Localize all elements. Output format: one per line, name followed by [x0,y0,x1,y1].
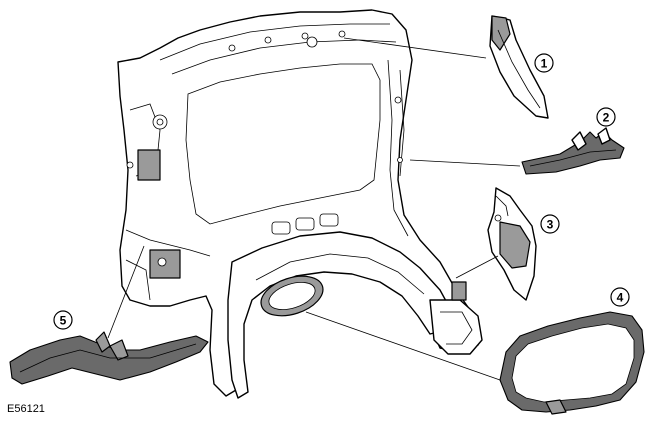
callout-3: 3 [540,214,560,234]
part-2-bracket [521,127,625,175]
wheel-arch-inner [227,231,483,399]
callout-1-label: 1 [541,57,548,71]
callout-2-label: 2 [603,111,610,125]
callout-4: 4 [610,287,630,307]
leader-line-4 [305,311,501,381]
part-3-gusset-panel [487,187,537,301]
callout-1: 1 [534,53,554,73]
leader-line-1 [343,37,487,59]
leader-line-5 [107,245,145,339]
part-4-seal-ring [499,311,645,415]
part-5-sill-reinforcement [9,331,209,385]
callout-3-label: 3 [547,218,554,232]
callout-2: 2 [596,107,616,127]
leader-line-2 [409,159,521,167]
part-1-pillar-trim [489,15,549,119]
leader-lines [107,37,521,381]
callout-5-label: 5 [60,314,67,328]
callout-5: 5 [53,310,73,330]
body-side-inner-panel [117,9,481,397]
figure-id: E56121 [7,403,45,415]
callout-4-label: 4 [617,291,624,305]
leader-line-3 [455,255,499,279]
